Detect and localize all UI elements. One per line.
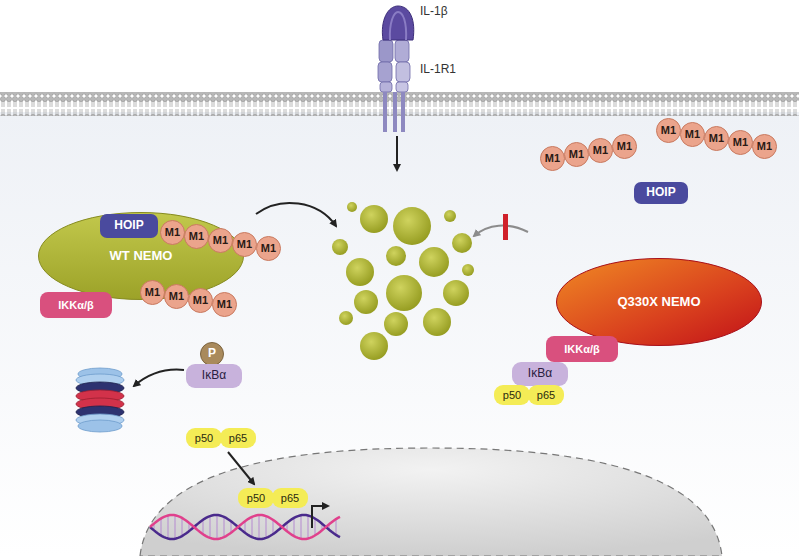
node-label: M1 — [193, 294, 208, 306]
receptor-label: IL-1R1 — [420, 62, 456, 76]
node-label: M1 — [165, 226, 180, 238]
ikk-complex: IKKα/β — [40, 292, 112, 318]
nfkb-subunit: p50 — [238, 488, 274, 508]
m1-ubiquitin: M1 — [588, 138, 613, 163]
translocation-arrow — [228, 452, 254, 484]
node-label: IKKα/β — [564, 343, 599, 355]
node-label: HOIP — [646, 186, 675, 199]
m1-ubiquitin: M1 — [564, 142, 589, 167]
receptor-label: IL-1β — [420, 4, 448, 18]
node-label: M1 — [237, 238, 252, 250]
node-label: IκBα — [202, 369, 226, 382]
node-label: p65 — [537, 389, 555, 401]
ikba-protein: IκBα — [512, 362, 568, 386]
m1-ubiquitin: M1 — [656, 118, 681, 143]
recruit-arrow — [256, 203, 336, 226]
node-label: p50 — [195, 432, 213, 444]
node-label: p50 — [503, 389, 521, 401]
signal-arrow — [396, 136, 398, 170]
nfkb-subunit: p65 — [528, 385, 564, 405]
condensate-cluster — [332, 202, 474, 360]
phosphate: P — [200, 342, 224, 366]
node-label: Q330X NEMO — [617, 295, 700, 309]
nucleus — [140, 448, 722, 556]
hoip-protein: HOIP — [634, 182, 688, 204]
node-label: WT NEMO — [110, 249, 173, 263]
il1b-ligand — [382, 6, 413, 40]
node-label: M1 — [661, 124, 676, 136]
blocked-arrow — [474, 226, 528, 236]
node-label: M1 — [261, 242, 276, 254]
il1r1-receptor — [378, 40, 410, 132]
proteasome — [76, 368, 124, 432]
m1-ubiquitin: M1 — [164, 284, 189, 309]
cell-membrane — [0, 92, 799, 116]
node-label: M1 — [189, 230, 204, 242]
degradation-arrow — [134, 370, 184, 386]
node-label: HOIP — [114, 219, 143, 232]
ikba-protein: IκBα — [186, 364, 242, 388]
m1-ubiquitin: M1 — [540, 146, 565, 171]
m1-ubiquitin: M1 — [612, 134, 637, 159]
m1-ubiquitin: M1 — [752, 134, 777, 159]
node-label: M1 — [217, 298, 232, 310]
m1-ubiquitin: M1 — [208, 228, 233, 253]
m1-ubiquitin: M1 — [212, 292, 237, 317]
node-label: P — [208, 347, 216, 360]
node-label: M1 — [757, 140, 772, 152]
m1-ubiquitin: M1 — [256, 236, 281, 261]
transcription-arrow — [312, 506, 328, 528]
node-label: M1 — [593, 144, 608, 156]
block-bar — [503, 214, 508, 240]
m1-ubiquitin: M1 — [728, 130, 753, 155]
m1-ubiquitin: M1 — [680, 122, 705, 147]
node-label: p50 — [247, 492, 265, 504]
node-label: M1 — [569, 148, 584, 160]
node-label: M1 — [733, 136, 748, 148]
hoip-protein: HOIP — [100, 214, 158, 238]
m1-ubiquitin: M1 — [160, 220, 185, 245]
cytoplasm — [0, 112, 799, 556]
nfkb-subunit: p65 — [272, 488, 308, 508]
m1-ubiquitin: M1 — [232, 232, 257, 257]
node-label: IKKα/β — [58, 299, 93, 311]
m1-ubiquitin: M1 — [140, 280, 165, 305]
node-label: IκBα — [528, 367, 552, 380]
m1-ubiquitin: M1 — [704, 126, 729, 151]
node-label: p65 — [281, 492, 299, 504]
node-label: M1 — [545, 152, 560, 164]
node-label: M1 — [617, 140, 632, 152]
ikk-complex: IKKα/β — [546, 336, 618, 362]
node-label: M1 — [169, 290, 184, 302]
nfkb-subunit: p65 — [220, 428, 256, 448]
node-label: M1 — [213, 234, 228, 246]
nfkb-subunit: p50 — [494, 385, 530, 405]
node-label: M1 — [709, 132, 724, 144]
m1-ubiquitin: M1 — [184, 224, 209, 249]
node-label: M1 — [145, 286, 160, 298]
nemo-mutant: Q330X NEMO — [556, 258, 762, 346]
nfkb-subunit: p50 — [186, 428, 222, 448]
node-label: p65 — [229, 432, 247, 444]
node-label: M1 — [685, 128, 700, 140]
m1-ubiquitin: M1 — [188, 288, 213, 313]
